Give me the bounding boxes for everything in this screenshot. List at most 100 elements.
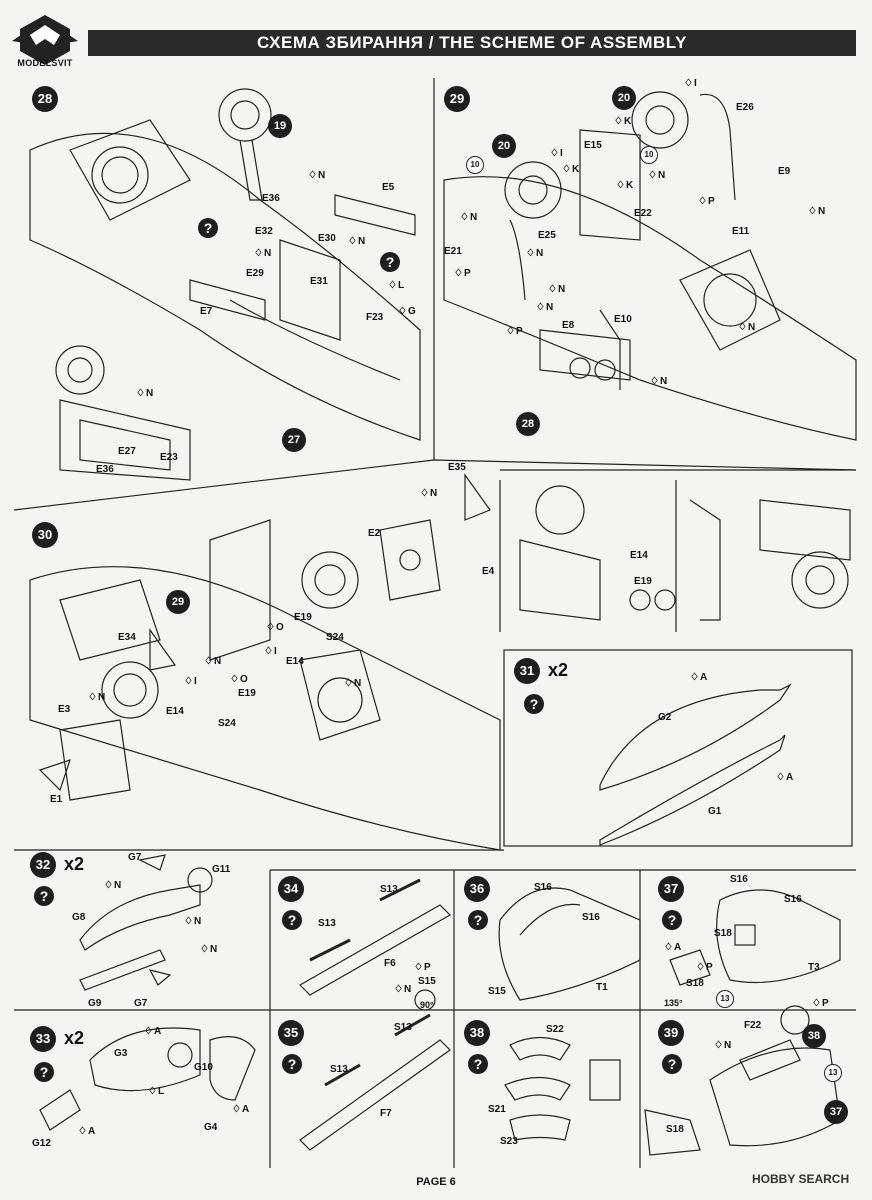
- part-label: E14: [166, 706, 184, 717]
- glue-drop-icon: N: [648, 170, 665, 181]
- part-label: S13: [318, 918, 336, 929]
- question-icon: ?: [34, 886, 54, 906]
- part-label: E29: [246, 268, 264, 279]
- part-label: E19: [294, 612, 312, 623]
- page-title: СХЕМА ЗБИРАННЯ / THE SCHEME OF ASSEMBLY: [88, 30, 856, 56]
- glue-drop-icon: P: [506, 326, 523, 337]
- part-label: S13: [394, 1022, 412, 1033]
- question-icon: ?: [282, 910, 302, 930]
- part-label: E19: [238, 688, 256, 699]
- part-label: G4: [204, 1122, 218, 1133]
- ref-step-27: 27: [282, 428, 306, 452]
- glue-drop-icon: P: [414, 962, 431, 973]
- glue-drop-icon: N: [88, 692, 105, 703]
- part-label: E22: [634, 208, 652, 219]
- part-label: E35: [448, 462, 466, 473]
- glue-drop-icon: N: [808, 206, 825, 217]
- step-32-badge: 32: [30, 852, 56, 878]
- glue-drop-icon: A: [776, 772, 793, 783]
- glue-drop-icon: N: [308, 170, 325, 181]
- part-label: F6: [384, 958, 396, 969]
- part-label: G9: [88, 998, 102, 1009]
- glue-drop-icon: I: [184, 676, 197, 687]
- question-icon: ?: [524, 694, 544, 714]
- part-label: F22: [744, 1020, 762, 1031]
- logo-icon: [12, 15, 78, 65]
- glue-drop-icon: O: [230, 674, 248, 685]
- glue-drop-icon: N: [714, 1040, 731, 1051]
- step-33-multiplier: x2: [64, 1028, 85, 1048]
- part-label: E21: [444, 246, 462, 257]
- glue-drop-icon: A: [232, 1104, 249, 1115]
- ref-step-28: 28: [516, 412, 540, 436]
- part-label: E5: [382, 182, 395, 193]
- glue-drop-icon: N: [204, 656, 221, 667]
- part-label: E11: [732, 226, 750, 237]
- part-label: E10: [614, 314, 632, 325]
- part-label: S22: [546, 1024, 564, 1035]
- step-31-multiplier: x2: [548, 660, 569, 680]
- part-label: E27: [118, 446, 136, 457]
- question-icon: ?: [198, 218, 218, 238]
- part-label: F23: [366, 312, 384, 323]
- glue-drop-icon: L: [148, 1086, 164, 1097]
- angle-label: 135°: [664, 998, 683, 1008]
- ref-marker: 10: [640, 146, 658, 164]
- part-label: G7: [128, 852, 142, 863]
- glue-drop-icon: O: [266, 622, 284, 633]
- glue-drop-icon: P: [698, 196, 715, 207]
- ref-step-20: 20: [492, 134, 516, 158]
- part-label: T3: [808, 962, 820, 973]
- glue-drop-icon: N: [738, 322, 755, 333]
- glue-drop-icon: A: [78, 1126, 95, 1137]
- part-label: S18: [714, 928, 732, 939]
- part-label: S24: [218, 718, 236, 729]
- glue-drop-icon: N: [184, 916, 201, 927]
- glue-drop-icon: N: [136, 388, 153, 399]
- glue-drop-icon: P: [696, 962, 713, 973]
- part-label: E14: [630, 550, 648, 561]
- step-29-badge: 29: [444, 86, 470, 112]
- part-label: E25: [538, 230, 556, 241]
- step-33-badge: 33: [30, 1026, 56, 1052]
- ref-marker: 10: [466, 156, 484, 174]
- part-label: E4: [482, 566, 495, 577]
- glue-drop-icon: N: [104, 880, 121, 891]
- question-icon: ?: [34, 1062, 54, 1082]
- glue-drop-icon: A: [144, 1026, 161, 1037]
- ref-step-37: 37: [824, 1100, 848, 1124]
- part-label: E8: [562, 320, 575, 331]
- glue-drop-icon: N: [650, 376, 667, 387]
- part-label: E2: [368, 528, 381, 539]
- step-37-badge: 37: [658, 876, 684, 902]
- step-32-multiplier: x2: [64, 854, 85, 874]
- part-label: S18: [666, 1124, 684, 1135]
- step-39-badge: 39: [658, 1020, 684, 1046]
- glue-drop-icon: K: [614, 116, 631, 127]
- part-label: E1: [50, 794, 63, 805]
- glue-drop-icon: N: [348, 236, 365, 247]
- part-label: G10: [194, 1062, 213, 1073]
- part-label: G11: [212, 864, 231, 875]
- step-38-badge: 38: [464, 1020, 490, 1046]
- glue-drop-icon: N: [394, 984, 411, 995]
- question-icon: ?: [282, 1054, 302, 1074]
- ref-step-29: 29: [166, 590, 190, 614]
- brand-name: MODELSVIT: [17, 58, 73, 68]
- ref-step-38: 38: [802, 1024, 826, 1048]
- part-label: E23: [160, 452, 178, 463]
- part-label: G3: [114, 1048, 128, 1059]
- question-icon: ?: [662, 910, 682, 930]
- glue-drop-icon: L: [388, 280, 404, 291]
- part-label: E26: [736, 102, 754, 113]
- part-label: E14: [286, 656, 304, 667]
- angle-label: 90°: [420, 1000, 434, 1010]
- part-label: S16: [582, 912, 600, 923]
- glue-drop-icon: I: [264, 646, 277, 657]
- part-label: E31: [310, 276, 328, 287]
- part-label: G1: [708, 806, 722, 817]
- glue-drop-icon: N: [200, 944, 217, 955]
- glue-drop-icon: N: [536, 302, 553, 313]
